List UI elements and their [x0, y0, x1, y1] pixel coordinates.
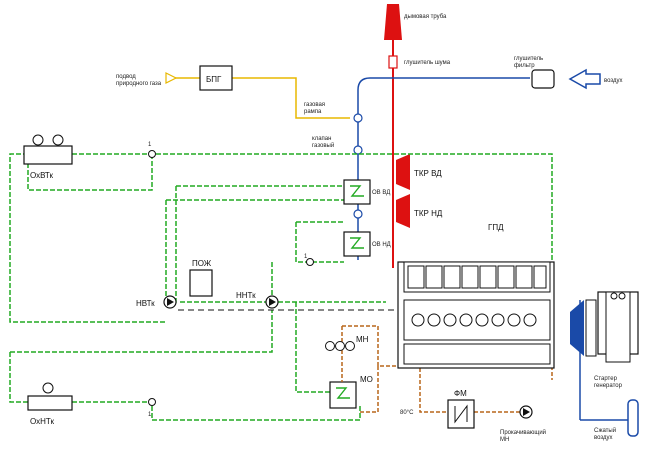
prelube-pump-arrow-icon [523, 408, 530, 416]
fm-label: ФМ [454, 389, 467, 398]
mn-label: МН [356, 335, 369, 344]
pump-ht-arrow-icon [167, 298, 174, 306]
chimney-icon [384, 4, 402, 40]
mo-label: МО [360, 375, 373, 384]
tkr-lp-label: ТКР НД [414, 209, 443, 218]
ohv-lt-label: ОхНТк [30, 417, 54, 426]
valve-label-1: 1 [148, 142, 152, 148]
pump-lt-arrow-icon [269, 298, 276, 306]
gas-line [172, 77, 350, 119]
generator-icon [570, 291, 639, 363]
charge-air-cooler-hp-icon [343, 179, 371, 205]
nntk-label: ННТк [236, 291, 256, 300]
gas-inlet-icon [165, 72, 178, 84]
charge-air-cooler-lp-icon [343, 231, 371, 257]
cooler-ht-icon [23, 134, 73, 165]
ohv-label-2: ОВ НД [372, 242, 391, 248]
thermo-valve-3-icon [306, 258, 314, 266]
thermo-valve-1-icon [148, 150, 156, 158]
engine-gpd [397, 261, 555, 369]
tkr-hp-label: ТКР ВД [414, 169, 442, 178]
air-intake-arrow-icon [568, 68, 601, 90]
valve-label-3: 1 [304, 254, 308, 260]
intake-label: воздух [604, 78, 623, 84]
bpg-box [199, 65, 233, 91]
oil-filter-symbol-icon [454, 404, 468, 424]
temp-label: 80°C [400, 410, 414, 416]
air-filter-icon [531, 69, 555, 89]
bpg-label: БПГ [206, 75, 222, 84]
air-valve-icon [353, 113, 363, 123]
thermo-valve-2-icon [148, 398, 156, 406]
pozh-label: ПОЖ [192, 259, 212, 268]
compressed-air-bottle-icon [627, 399, 639, 437]
ohv-ht-label: ОхВТк [30, 171, 53, 180]
air-valve-2-icon [353, 145, 363, 155]
chimney-label: дымовая труба [404, 14, 447, 20]
pozh-heater-icon [189, 269, 213, 297]
exhaust-silencer-icon [388, 55, 398, 69]
ohv-label-1: ОВ ВД [372, 190, 390, 196]
cooling-ht-line [9, 153, 553, 421]
exhaust-silencer-label: глушитель шума [404, 60, 451, 66]
mn-pump-icon [325, 341, 355, 351]
valve-label-2: 1 [148, 412, 152, 418]
gpd-label: ГПД [488, 223, 504, 232]
cooler-lt-icon [27, 382, 73, 411]
tkr-lp-icon [396, 194, 410, 228]
air-valve-3-icon [353, 209, 363, 219]
tkr-hp-icon [396, 154, 410, 190]
air-line [357, 77, 630, 421]
nvtk-label: НВТк [136, 299, 155, 308]
oil-cooler-icon [329, 381, 357, 409]
